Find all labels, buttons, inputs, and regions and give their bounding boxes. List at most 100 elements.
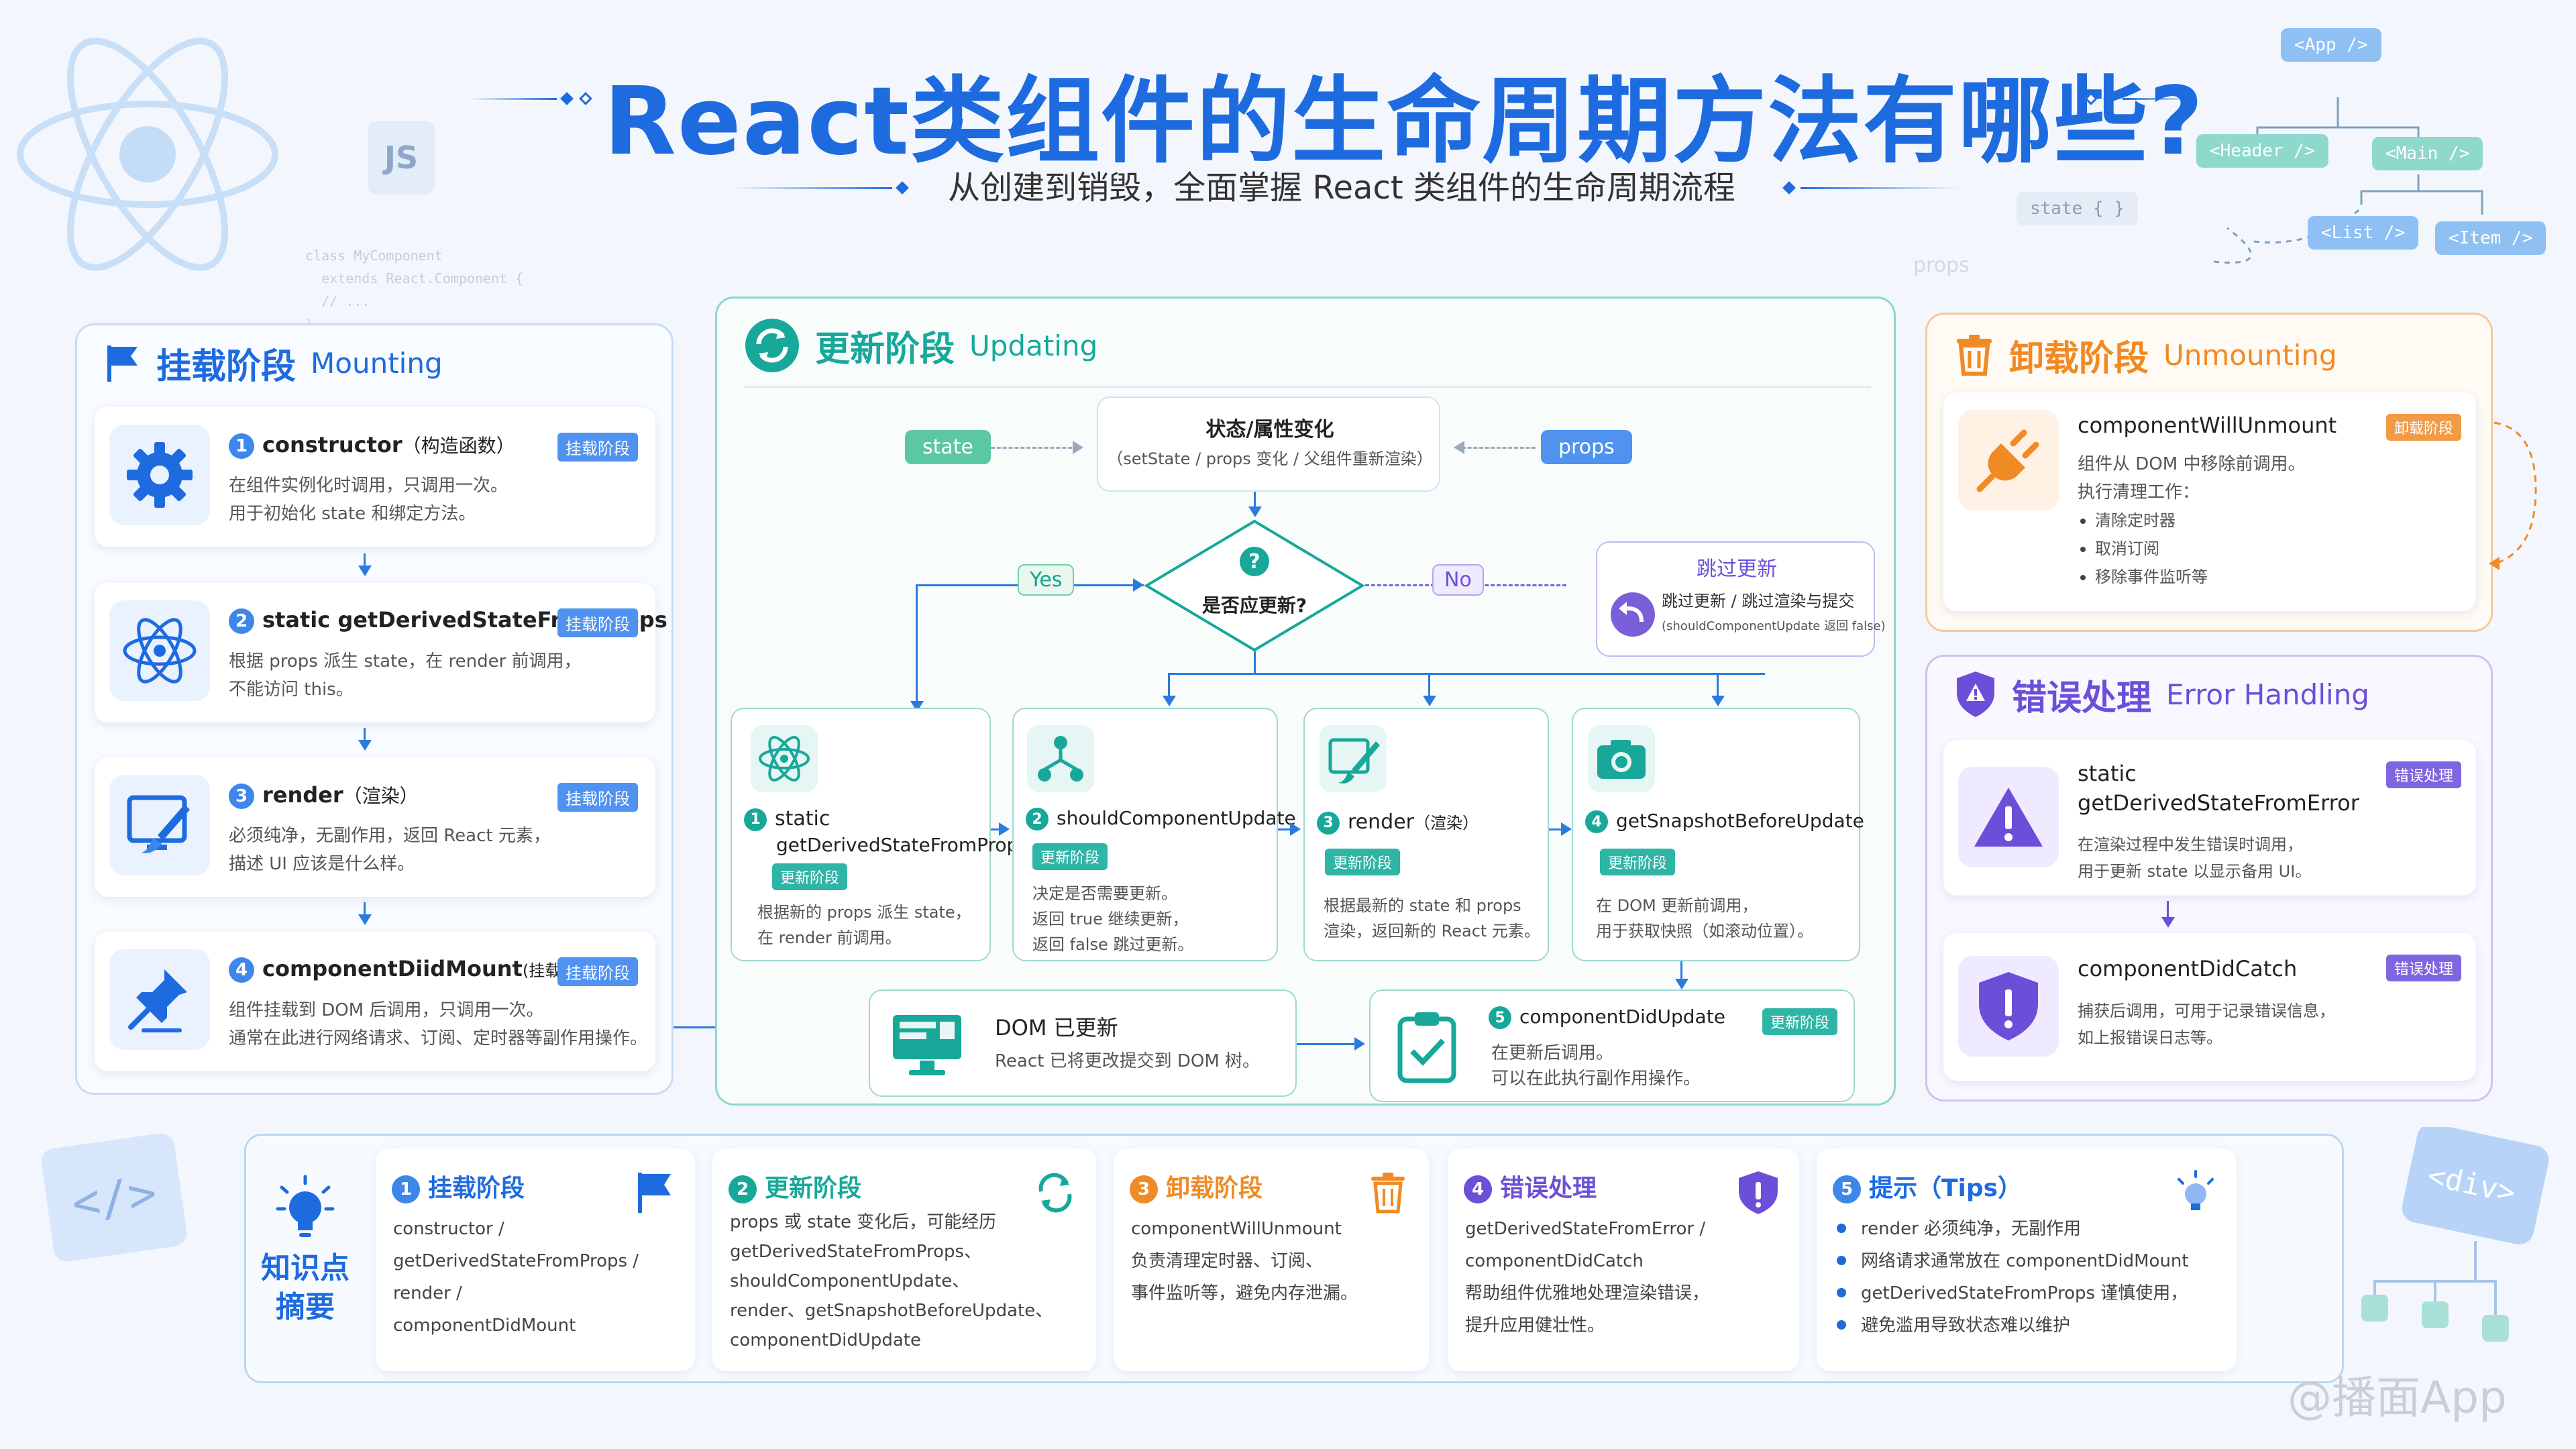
monitor-icon (893, 1015, 961, 1075)
summary-line: constructor / (393, 1219, 504, 1239)
change-desc: （setState / props 变化 / 父组件重新渲染） (1107, 449, 1433, 468)
summary-label: 知识点 摘要 (255, 1249, 356, 1327)
arrow-right-icon (1133, 578, 1144, 592)
phase-badge: 卸载阶段 (2385, 414, 2461, 441)
flag-icon (638, 1173, 671, 1213)
method-desc: 渲染，返回新的 React 元素。 (1324, 922, 1540, 941)
arrow-left-icon (1454, 441, 1464, 454)
watermark: @播面App (2288, 1372, 2507, 1424)
state-props-change-box: 状态/属性变化 （setState / props 变化 / 父组件重新渲染） (1097, 396, 1440, 492)
phase-badge: 更新阶段 (772, 863, 848, 890)
shield-alert-icon (1739, 1171, 1778, 1214)
error-title: 错误处理 (2012, 678, 2152, 718)
shield-warning-icon (1957, 672, 1994, 717)
arrow-right-icon (1354, 1037, 1365, 1051)
skip-title: 跳过更新 (1697, 557, 1777, 581)
arrow-down-icon (358, 914, 372, 925)
error-card-did-catch: componentDidCatch 错误处理 捕获后调用，可用于记录错误信息，如… (1943, 933, 2476, 1081)
tree-node-state: state { } (2017, 192, 2138, 225)
cleanup-item: 清除定时器 (2078, 506, 2305, 535)
summary-line: componentDidCatch (1465, 1251, 1644, 1271)
method-suffix: （渲染） (343, 785, 419, 807)
summary-title: 挂载阶段 (428, 1175, 525, 1202)
tree-node-item: <Item /> (2435, 221, 2546, 255)
props-pill: props (1541, 430, 1632, 464)
method-desc: 通常在此进行网络请求、订阅、定时器等副作用操作。 (229, 1028, 648, 1049)
method-name: componentDidUpdate (1519, 1006, 1725, 1028)
arrow-down-icon (1163, 696, 1176, 706)
method-desc: 执行清理工作： (2078, 482, 2200, 502)
react-logo-watermark (17, 38, 278, 271)
mount-arrow-2 (364, 728, 366, 741)
svg-text:</>: </> (68, 1165, 160, 1232)
subtitle-line-left (731, 187, 892, 189)
phase-badge: 更新阶段 (1032, 843, 1108, 870)
error-header: 错误处理 Error Handling (1954, 672, 2369, 718)
code-snippet: class MyComponent extends React.Componen… (305, 248, 524, 332)
method-name: render (1348, 810, 1414, 834)
arrow-right-icon (999, 822, 1010, 836)
updating-title: 更新阶段 (815, 329, 955, 370)
skip-note: (shouldComponentUpdate 返回 false) (1662, 619, 1886, 633)
gear-icon (109, 425, 210, 525)
summary-line: componentWillUnmount (1131, 1219, 1342, 1239)
trash-icon (1957, 335, 1992, 376)
step-number: 2 (729, 1175, 757, 1203)
dom-updated-box: DOM 已更新 React 已将更改提交到 DOM 树。 (869, 989, 1297, 1097)
unmount-loop-arrow (2489, 421, 2537, 570)
props-to-change-dash (1462, 447, 1536, 449)
branch-icon (1027, 725, 1094, 792)
code-brackets-deco: </> (41, 1133, 187, 1262)
method-desc: 返回 false 跳过更新。 (1032, 935, 1194, 954)
cleanup-item: 取消订阅 (2078, 535, 2305, 563)
summary-line: componentDidMount (393, 1316, 576, 1336)
method-name: componentDidCatch (2078, 956, 2298, 981)
summary-title: 卸载阶段 (1166, 1175, 1263, 1202)
undo-arrow-icon (1611, 592, 1655, 637)
mount-arrow-1 (364, 553, 366, 567)
mounting-title-en: Mounting (311, 346, 443, 380)
step-number: 1 (392, 1175, 420, 1203)
lightbulb-icon (276, 1175, 335, 1237)
summary-line: render、getSnapshotBeforeUpdate、 (730, 1301, 1053, 1321)
mounting-title: 挂载阶段 (156, 346, 297, 387)
tree-node-app: <App /> (2281, 28, 2381, 62)
method-suffix: （渲染） (1413, 814, 1479, 833)
method-desc: 可以在此执行副作用操作。 (1491, 1069, 1701, 1089)
updating-header-divider (744, 386, 1871, 388)
lightbulb-icon (2178, 1170, 2214, 1210)
summary-line: render / (393, 1283, 462, 1303)
tip-item: render 必须纯净，无副作用 (1837, 1213, 2189, 1245)
mounting-header: 挂载阶段 Mounting (104, 343, 443, 387)
step-number: 2 (229, 608, 254, 634)
js-badge: JS (368, 121, 435, 195)
subtitle-line-right (1801, 187, 1962, 189)
method-desc: 不能访问 this。 (229, 680, 354, 700)
svg-text:?: ? (1248, 550, 1260, 574)
method-name: render (262, 782, 343, 808)
method-name: componentDiidMount (262, 956, 523, 981)
tip-item: getDerivedStateFromProps 谨慎使用， (1837, 1277, 2189, 1309)
unmount-card: componentWillUnmount 卸载阶段 组件从 DOM 中移除前调用… (1943, 392, 2476, 611)
change-to-decision (1254, 492, 1256, 509)
step-number: 3 (229, 784, 254, 809)
dom-updated-title: DOM 已更新 (995, 1015, 1118, 1040)
title-line-right (2123, 98, 2196, 100)
updating-panel: 更新阶段 Updating state props 状态/属性变化 （setSt… (715, 297, 1896, 1106)
page-title: React类组件的生命周期方法有哪些? (604, 67, 2205, 176)
step-number: 4 (1585, 810, 1608, 833)
paint-brush-icon (109, 775, 210, 875)
yes-down-line (916, 584, 918, 708)
refresh-icon (1038, 1173, 1072, 1213)
step-number: 3 (1317, 811, 1340, 835)
method-name: constructor (262, 432, 402, 458)
